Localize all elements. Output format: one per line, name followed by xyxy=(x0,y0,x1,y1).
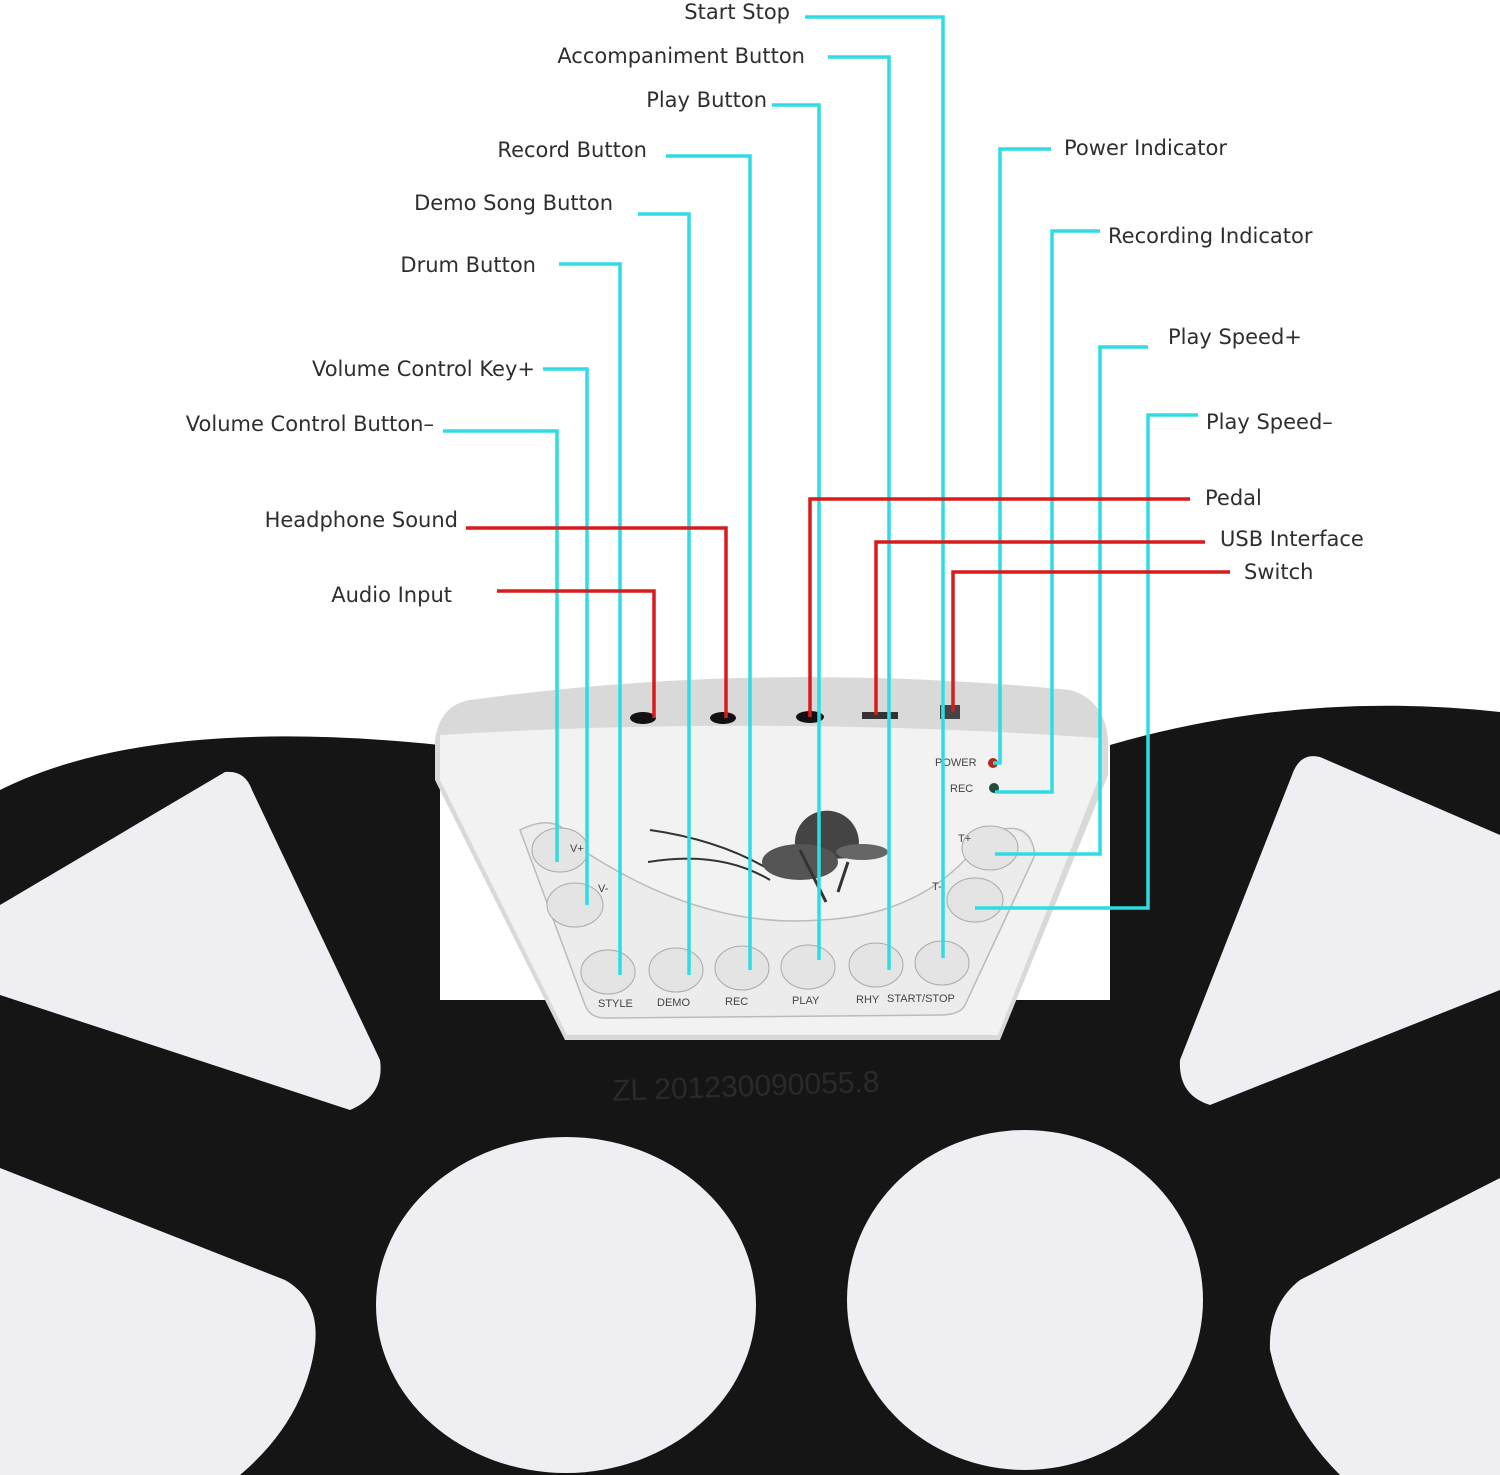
line-drum xyxy=(559,262,622,975)
line-accompaniment xyxy=(828,55,891,970)
label-usb: USB Interface xyxy=(1220,527,1364,551)
label-speed-plus: Play Speed+ xyxy=(1168,325,1302,349)
line-recording-indicator xyxy=(995,229,1100,794)
rec-led-label: REC xyxy=(950,783,973,795)
label-power-indicator: Power Indicator xyxy=(1064,136,1227,160)
label-recording-indicator: Recording Indicator xyxy=(1108,224,1313,248)
label-demo-song: Demo Song Button xyxy=(414,191,613,215)
line-speed-plus xyxy=(995,345,1148,856)
rec-label: REC xyxy=(725,996,748,1008)
headphone-port xyxy=(710,712,736,724)
label-accompaniment: Accompaniment Button xyxy=(557,44,805,68)
drum-pad-center-right xyxy=(847,1130,1203,1470)
label-record: Record Button xyxy=(497,138,647,162)
label-start-stop: Start Stop xyxy=(684,0,790,24)
play-button[interactable] xyxy=(780,944,836,990)
label-audio-input: Audio Input xyxy=(331,583,452,607)
line-speed-minus xyxy=(975,413,1198,910)
line-switch xyxy=(951,570,1230,712)
drum-pad-right-bottom xyxy=(1269,1178,1500,1475)
label-volume-minus: Volume Control Button– xyxy=(185,412,434,436)
t-minus-label: T- xyxy=(932,881,942,893)
rhy-button[interactable] xyxy=(848,942,904,988)
label-switch: Switch xyxy=(1244,560,1314,584)
demo-button[interactable] xyxy=(648,947,704,993)
line-headphone xyxy=(466,526,728,718)
line-audio-input xyxy=(497,589,656,718)
line-record xyxy=(666,154,752,970)
v-minus-label: V- xyxy=(598,883,609,895)
start-stop-label: START/STOP xyxy=(887,993,955,1005)
line-pedal xyxy=(808,497,1190,717)
usb-port xyxy=(862,712,898,719)
audio-input-port xyxy=(630,712,656,724)
label-headphone: Headphone Sound xyxy=(264,508,458,532)
drum-pad-left-top xyxy=(0,771,381,1110)
volume-minus-button[interactable] xyxy=(546,882,604,928)
line-power-indicator xyxy=(993,147,1051,765)
speed-minus-button[interactable] xyxy=(946,877,1004,923)
t-plus-label: T+ xyxy=(958,833,971,845)
drum-pad-right-top xyxy=(1179,756,1500,1105)
play-label: PLAY xyxy=(792,995,820,1007)
label-play: Play Button xyxy=(646,88,767,112)
label-pedal: Pedal xyxy=(1205,486,1262,510)
speed-plus-button[interactable] xyxy=(961,825,1019,871)
v-plus-label: V+ xyxy=(570,843,584,855)
demo-label: DEMO xyxy=(657,997,690,1009)
rhy-label: RHY xyxy=(856,994,880,1006)
line-demo xyxy=(638,212,691,975)
line-usb xyxy=(874,540,1205,715)
label-drum: Drum Button xyxy=(400,253,536,277)
drum-pad-left-bottom xyxy=(0,1168,316,1475)
drum-pad-center-left xyxy=(376,1137,756,1473)
line-volume-plus xyxy=(543,367,589,905)
label-volume-plus: Volume Control Key+ xyxy=(311,357,535,381)
label-speed-minus: Play Speed– xyxy=(1206,410,1333,434)
power-led-label: POWER xyxy=(935,757,977,769)
line-start-stop xyxy=(805,15,945,958)
style-button[interactable] xyxy=(580,949,636,995)
rec-button[interactable] xyxy=(714,945,770,991)
line-volume-minus xyxy=(443,429,559,862)
power-switch xyxy=(940,705,960,719)
style-label: STYLE xyxy=(598,998,633,1010)
line-play xyxy=(772,103,821,960)
